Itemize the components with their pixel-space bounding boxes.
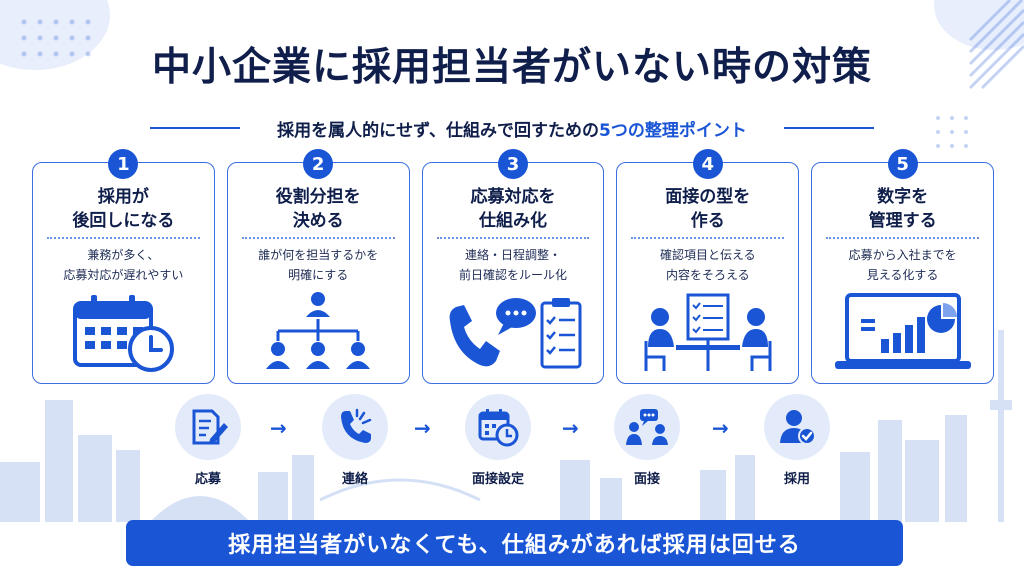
card-number-badge: 5 [887,149,918,179]
point-card-1: 1 採用が 後回しになる 兼務が多く、 応募対応が遅れやすい [32,149,215,384]
card-description: 確認項目と伝える 内容をそろえる [659,248,756,282]
step-label: 面接 [633,472,660,487]
card-description: 応募から入社までを 見える化する [848,248,957,282]
card-description: 兼務が多く、 応募対応が遅れやすい [63,248,184,282]
laptop-chart-icon [834,293,971,369]
card-divider [826,237,979,239]
card-description: 誰が何を担当するかを 明確にする [258,248,379,282]
flow-step-contact: 連絡 [310,394,400,487]
card-divider [436,237,590,239]
calendar-clock-icon [478,409,519,447]
card-number-badge: 2 [303,149,334,179]
step-circle [465,394,531,460]
step-circle [614,394,680,460]
org-chart-icon [266,292,371,369]
subtitle-highlight: 5つの整理ポイント [598,121,747,141]
flow-arrow: → [270,416,287,440]
phone-icon [341,408,372,443]
user-check-icon [780,410,816,445]
flow-step-schedule: 面接設定 [453,394,543,487]
card-title: 数字を 管理する [868,187,937,231]
step-circle [175,394,241,460]
conclusion-banner: 採用担当者がいなくても、仕組みがあれば採用は回せる [126,520,903,566]
subtitle-line-left [150,127,240,129]
card-divider [47,237,200,239]
card-title: 面接の型を 作る [665,187,751,231]
point-card-4: 4 面接の型を 作る 確認項目と伝える 内容をそろえる [616,149,800,384]
subtitle: 採用を属人的にせず、仕組みで回すための5つの整理ポイント [0,116,1024,141]
step-label: 面接設定 [471,472,524,487]
flow-step-interview: 面接 [602,394,692,487]
interview-meeting-icon [644,293,772,371]
conversation-icon [626,409,668,445]
document-pen-icon [192,409,228,445]
card-title: 役割分担を 決める [275,187,361,231]
flow-arrow: → [414,416,431,440]
step-label: 応募 [194,472,221,487]
flow-arrow: → [562,416,579,440]
step-label: 連絡 [341,472,368,487]
flow-step-hire: 採用 [752,394,842,487]
step-circle [764,394,830,460]
card-divider [241,237,395,239]
card-title: 応募対応を 仕組み化 [470,187,556,231]
points-card-row: 1 採用が 後回しになる 兼務が多く、 応募対応が遅れやすい 2 役割分担を 決… [32,149,994,384]
page-title: 中小企業に採用担当者がいない時の対策 [151,45,872,90]
flow-arrow: → [712,416,729,440]
card-number-badge: 3 [497,149,528,179]
card-divider [631,237,785,239]
card-title: 採用が 後回しになる [72,187,175,231]
step-label: 採用 [783,472,810,487]
card-description: 連絡・日程調整・ 前日確認をルール化 [458,248,567,282]
calendar-clock-icon [73,295,175,372]
card-number-badge: 1 [108,149,139,179]
subtitle-line-right [784,127,874,129]
step-circle [322,394,388,460]
point-card-5: 5 数字を 管理する 応募から入社までを 見える化する [811,149,994,384]
process-flow: 応募 → 連絡 → 面接設定 → [0,394,1024,494]
phone-chat-checklist-icon [449,298,582,369]
subtitle-text: 採用を属人的にせず、仕組みで回すための [277,121,599,141]
card-number-badge: 4 [692,149,723,179]
point-card-3: 3 応募対応を 仕組み化 連絡・日程調整・ 前日確認をルール化 [421,149,605,384]
flow-step-apply: 応募 [163,394,253,487]
point-card-2: 2 役割分担を 決める 誰が何を担当するかを 明確にする [226,149,410,384]
